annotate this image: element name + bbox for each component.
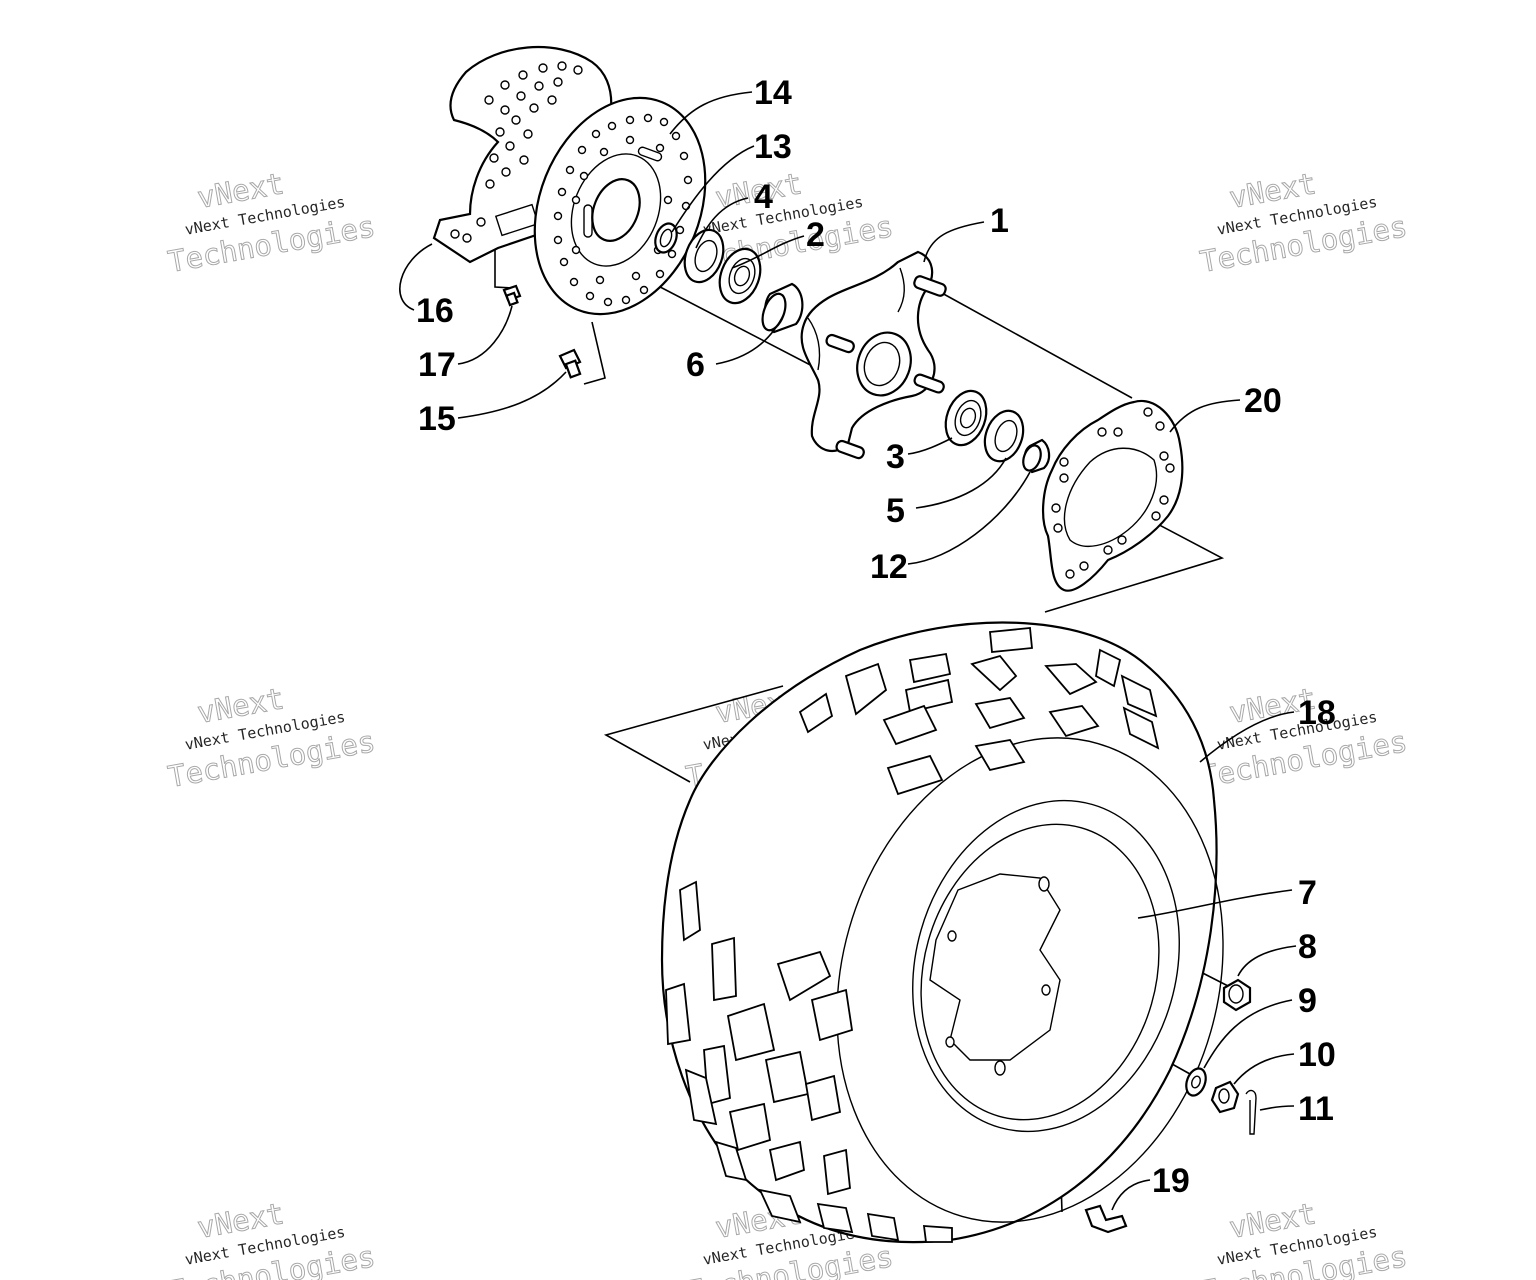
washer-9 [1185, 1067, 1207, 1097]
seal-13 [654, 222, 678, 254]
leader-lines [399, 91, 1297, 1211]
callout-14: 14 [754, 74, 792, 112]
watermark: vNext vNext Technologies Technologies [165, 166, 378, 280]
callout-8: 8 [1298, 928, 1317, 966]
valve-stem-19 [1084, 1204, 1128, 1234]
callout-9: 9 [1298, 982, 1317, 1020]
callout-13: 13 [754, 128, 792, 166]
callout-4: 4 [754, 178, 773, 216]
bearing-2 [718, 247, 762, 305]
callout-6: 6 [686, 346, 705, 384]
callout-15: 15 [418, 400, 456, 438]
watermark: vNext vNext Technologies Technologies [1197, 1196, 1410, 1280]
wheel-hub [800, 250, 947, 460]
bolt-15 [558, 348, 582, 379]
callout-1: 1 [990, 202, 1009, 240]
tire [660, 621, 1224, 1244]
seal-4 [683, 228, 725, 284]
hub-plate [1041, 399, 1184, 592]
watermark: vNext vNext Technologies Technologies [683, 166, 896, 280]
watermark: vNext vNext Technologies Technologies [165, 681, 378, 795]
seal-5 [983, 409, 1025, 463]
watermark: vNext vNext Technologies Technologies [1197, 166, 1410, 280]
callouts: 1 2 3 4 5 6 7 8 9 10 11 12 13 14 15 16 1… [416, 74, 1336, 1200]
callout-12: 12 [870, 548, 908, 586]
bolt-17 [502, 284, 522, 307]
callout-19: 19 [1152, 1162, 1190, 1200]
callout-2: 2 [806, 216, 825, 254]
callout-7: 7 [1298, 874, 1317, 912]
bearing-3 [944, 389, 988, 447]
callout-11: 11 [1298, 1090, 1334, 1128]
callout-17: 17 [418, 346, 456, 384]
castle-nut-10 [1210, 1080, 1240, 1114]
spacer-6 [761, 282, 804, 334]
callout-3: 3 [886, 438, 905, 476]
callout-10: 10 [1298, 1036, 1336, 1074]
cotter-pin-11 [1245, 1089, 1257, 1135]
callout-16: 16 [416, 292, 454, 330]
spacer-12 [1022, 438, 1051, 474]
callout-5: 5 [886, 492, 905, 530]
callout-20: 20 [1244, 382, 1282, 420]
brake-shield [432, 46, 613, 264]
watermark: vNext vNext Technologies Technologies [165, 1196, 378, 1280]
nut-8 [1222, 978, 1252, 1012]
brake-disc [533, 96, 707, 316]
callout-18: 18 [1298, 694, 1336, 732]
